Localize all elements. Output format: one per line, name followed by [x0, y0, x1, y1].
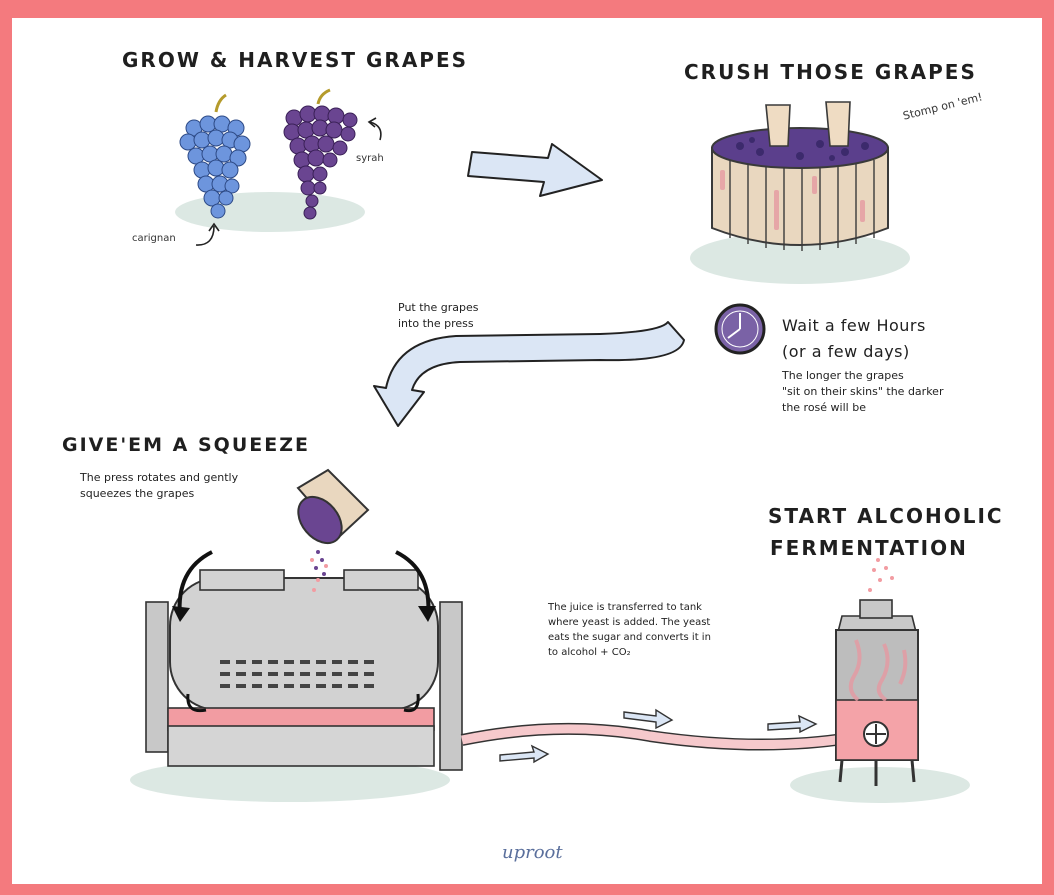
wait-note: The longer the grapes "sit on their skin… — [782, 368, 1022, 416]
step-grow-title: GROW & HARVEST GRAPES — [122, 48, 468, 72]
wait-note-line: the rosé will be — [782, 400, 1022, 416]
crush-barrel-icon — [712, 102, 888, 251]
step-crush-title: CRUSH THOSE GRAPES — [684, 60, 977, 84]
step-squeeze-title: GIVE'EM A SQUEEZE — [62, 434, 310, 456]
press-note: Put the grapes into the press — [398, 300, 479, 332]
press-note-line: into the press — [398, 316, 479, 332]
wait-note-line: "sit on their skins" the darker — [782, 384, 1022, 400]
step-ferment-title-1: START ALCOHOLIC — [768, 504, 1004, 528]
squeeze-note-line: The press rotates and gently — [80, 470, 238, 486]
squeeze-note: The press rotates and gently squeezes th… — [80, 470, 238, 502]
ferment-note-line: where yeast is added. The yeast — [548, 615, 748, 630]
uproot-logo: uproot — [502, 842, 563, 863]
label-carignan: carignan — [132, 233, 176, 244]
shadow-tank — [790, 767, 970, 803]
fermentation-tank-icon — [836, 558, 918, 786]
press-note-line: Put the grapes — [398, 300, 479, 316]
ferment-note-line: eats the sugar and converts it in — [548, 630, 748, 645]
arrow-to-press — [374, 322, 684, 426]
label-syrah: syrah — [356, 153, 384, 164]
wait-subtitle: (or a few days) — [782, 342, 910, 361]
wine-press-icon — [146, 552, 462, 770]
ferment-note: The juice is transferred to tank where y… — [548, 600, 748, 660]
arrow-to-crush — [468, 144, 602, 196]
step-ferment-title-2: FERMENTATION — [770, 536, 968, 560]
ferment-note-line: to alcohol + CO₂ — [548, 645, 748, 660]
stomping-legs — [766, 105, 790, 146]
wait-title: Wait a few Hours — [782, 316, 926, 335]
wait-note-line: The longer the grapes — [782, 368, 1022, 384]
squeeze-note-line: squeezes the grapes — [80, 486, 238, 502]
clock-icon — [716, 305, 764, 353]
ferment-note-line: The juice is transferred to tank — [548, 600, 748, 615]
